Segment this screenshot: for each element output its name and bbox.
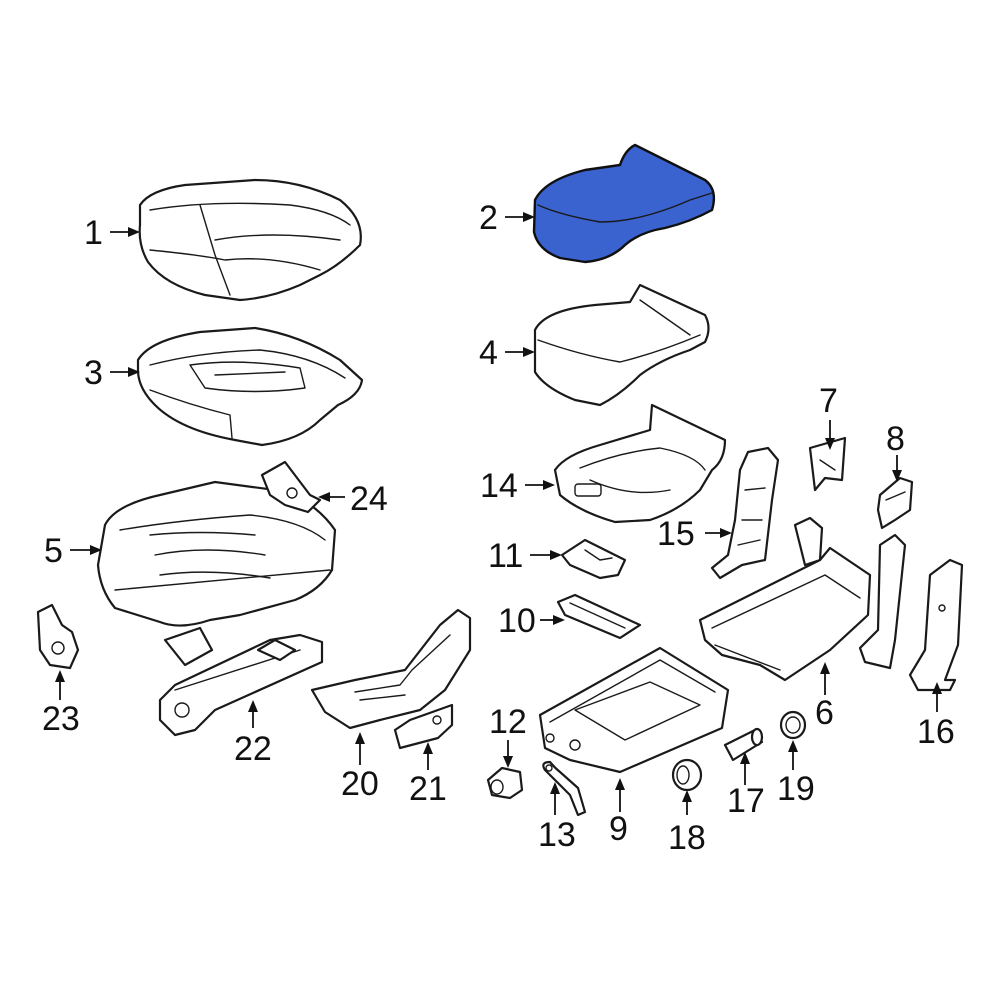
part-10-tray[interactable] <box>556 593 642 640</box>
callout-15: 15 <box>657 515 695 553</box>
part-1-seat-cover[interactable] <box>138 178 362 302</box>
part-13-strap[interactable] <box>542 760 587 817</box>
part-17-sleeve[interactable] <box>723 727 764 762</box>
part-14-seat-pan[interactable] <box>553 403 727 524</box>
callout-11: 11 <box>488 537 523 575</box>
part-22-seat-track[interactable] <box>158 633 324 737</box>
callout-21: 21 <box>409 770 447 808</box>
callout-9: 9 <box>609 810 628 848</box>
part-7-clip[interactable] <box>808 436 847 492</box>
callout-24: 24 <box>350 480 388 518</box>
part-24-bracket[interactable] <box>260 460 322 514</box>
callout-1: 1 <box>84 214 103 252</box>
part-6-bin-frame[interactable] <box>698 516 907 682</box>
callout-2: 2 <box>479 199 498 237</box>
callout-16: 16 <box>917 713 955 751</box>
callout-3: 3 <box>84 354 103 392</box>
callout-22: 22 <box>234 730 272 768</box>
part-18-bushing[interactable] <box>671 758 703 792</box>
part-9-storage-bin[interactable] <box>538 646 730 774</box>
callout-6: 6 <box>815 694 834 732</box>
part-2-cushion-pad[interactable] <box>532 143 716 264</box>
part-4-cushion-foam[interactable] <box>533 283 710 407</box>
callout-13: 13 <box>538 816 576 854</box>
part-23-side-bracket[interactable] <box>36 603 80 670</box>
callout-10: 10 <box>498 602 536 640</box>
callout-12: 12 <box>489 703 527 741</box>
callout-19: 19 <box>777 770 815 808</box>
part-3-seat-pad-frame[interactable] <box>136 326 364 447</box>
callout-23: 23 <box>42 700 80 738</box>
part-8-bracket[interactable] <box>876 476 914 530</box>
part-19-cap[interactable] <box>779 710 807 740</box>
callout-17: 17 <box>727 782 765 820</box>
callout-14: 14 <box>480 467 518 505</box>
callout-5: 5 <box>44 532 63 570</box>
callout-20: 20 <box>341 765 379 803</box>
callout-4: 4 <box>479 334 498 372</box>
part-5-seat-frame[interactable] <box>96 480 337 667</box>
part-21-trim-panel[interactable] <box>393 703 454 750</box>
leader-lines <box>55 212 942 815</box>
callout-18: 18 <box>668 819 706 857</box>
part-15-side-panel[interactable] <box>710 446 780 580</box>
callout-labels: 1 2 3 4 5 6 7 8 9 10 11 12 13 14 15 16 1… <box>42 199 955 857</box>
part-20-side-shield[interactable] <box>310 608 472 730</box>
part-11-bezel[interactable] <box>560 538 627 580</box>
callout-8: 8 <box>886 420 905 458</box>
part-12-grommet[interactable] <box>486 766 524 800</box>
part-16-side-trim[interactable] <box>908 558 964 692</box>
callout-7: 7 <box>819 382 838 420</box>
